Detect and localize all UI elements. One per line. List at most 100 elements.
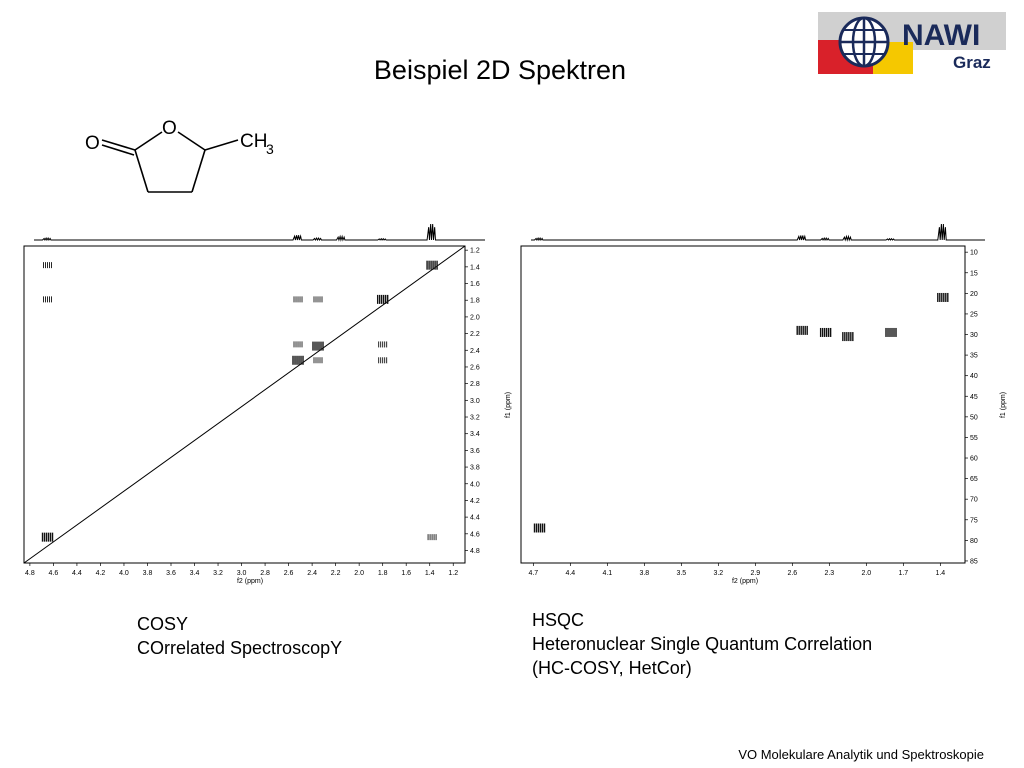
cosy-x-tick-label: 2.4 [307, 570, 317, 577]
hsqc-cross-peaks [533, 292, 949, 533]
cosy-x-tick-label: 4.0 [119, 570, 129, 577]
hsqc-y-tick-label: 55 [970, 435, 978, 442]
slide-footer: VO Molekulare Analytik und Spektroskopie [738, 747, 984, 762]
hsqc-x-tick-label: 2.0 [861, 570, 871, 577]
cosy-y-tick-label: 2.0 [470, 314, 480, 321]
cosy-caption-subtitle: COrrelated SpectroscopY [137, 638, 343, 658]
cosy-cross-peak [293, 296, 303, 303]
hsqc-x-tick-label: 1.4 [935, 570, 945, 577]
hsqc-y-tick-label: 80 [970, 538, 978, 545]
hsqc-y-tick-label: 85 [970, 558, 978, 565]
methyl-subscript: 3 [266, 141, 274, 157]
cosy-y-tick-label: 1.4 [470, 264, 480, 271]
cosy-x-tick-label: 1.4 [425, 570, 435, 577]
hsqc-cross-peak [842, 332, 854, 342]
cosy-cross-peaks [23, 245, 466, 564]
cosy-x-tick-label: 1.6 [401, 570, 411, 577]
cosy-cross-peak [378, 357, 388, 364]
cosy-x-tick-label: 4.6 [49, 570, 59, 577]
hsqc-cross-peak [819, 327, 832, 337]
hsqc-caption-subtitle: Heteronuclear Single Quantum Correlation [532, 634, 873, 654]
hsqc-y-tick-label: 70 [970, 497, 978, 504]
cosy-cross-peak [426, 260, 438, 270]
hsqc-cross-peak [937, 292, 949, 302]
cosy-cross-peak [313, 357, 323, 364]
hsqc-y-tick-label: 10 [970, 250, 978, 257]
hsqc-y-tick-label: 35 [970, 353, 978, 360]
cosy-x-tick-label: 1.2 [448, 570, 458, 577]
hsqc-y-tick-label: 40 [970, 373, 978, 380]
cosy-cross-peak [313, 296, 323, 303]
cosy-y-tick-label: 3.6 [470, 448, 480, 455]
slide-title: Beispiel 2D Spektren [373, 55, 627, 85]
hsqc-x-tick-label: 4.1 [602, 570, 612, 577]
cosy-f2-label: f2 (ppm) [237, 578, 263, 585]
hsqc-caption-aliases: (HC-COSY, HetCor) [532, 658, 692, 678]
methyl-label: CH [240, 131, 267, 152]
hsqc-f1-label-left: f1 (ppm) [505, 392, 512, 418]
hsqc-x-tick-label: 1.7 [898, 570, 908, 577]
hsqc-y-tick-label: 15 [970, 270, 978, 277]
cosy-cross-peak [427, 534, 437, 541]
cosy-y-tick-label: 3.0 [470, 398, 480, 405]
cosy-x-tick-label: 2.2 [331, 570, 341, 577]
cosy-y-tick-label: 4.0 [470, 481, 480, 488]
cosy-cross-peak [41, 532, 54, 542]
hsqc-1d-trace [531, 223, 985, 242]
cosy-y-tick-label: 4.6 [470, 531, 480, 538]
nawi-graz-logo: NAWI Graz [818, 12, 1006, 74]
cosy-y-tick-label: 2.8 [470, 381, 480, 388]
cosy-cross-peak [378, 341, 388, 348]
hsqc-cross-peak [796, 325, 808, 335]
cosy-x-tick-label: 2.0 [354, 570, 364, 577]
hsqc-y-tick-label: 20 [970, 291, 978, 298]
cosy-x-tick-label: 3.6 [166, 570, 176, 577]
cosy-x-tick-label: 3.0 [237, 570, 247, 577]
ring-oxygen-label: O [162, 118, 177, 139]
cosy-y-tick-label: 2.2 [470, 331, 480, 338]
hsqc-x-tick-label: 3.5 [676, 570, 686, 577]
cosy-x-tick-label: 3.4 [190, 570, 200, 577]
globe-icon [838, 16, 890, 68]
cosy-y-tick-label: 1.6 [470, 281, 480, 288]
cosy-y-tick-label: 2.6 [470, 364, 480, 371]
cosy-caption-title: COSY [137, 614, 189, 634]
hsqc-y-tick-label: 75 [970, 517, 978, 524]
cosy-x-tick-label: 3.8 [143, 570, 153, 577]
hsqc-caption: HSQC Heteronuclear Single Quantum Correl… [532, 608, 872, 680]
cosy-x-tick-label: 3.2 [213, 570, 223, 577]
hsqc-1d-spectrum [531, 223, 985, 242]
hsqc-x-tick-label: 3.8 [639, 570, 649, 577]
hsqc-caption-title: HSQC [532, 610, 585, 630]
cosy-cross-peak [292, 355, 304, 365]
logo-text-graz: Graz [953, 53, 991, 72]
hsqc-x-tick-label: 4.4 [565, 570, 575, 577]
hsqc-plot-frame [520, 245, 966, 564]
cosy-cross-peak [293, 341, 303, 348]
cosy-x-tick-label: 2.6 [284, 570, 294, 577]
cosy-cross-peak [376, 294, 389, 304]
cosy-x-tick-label: 4.2 [96, 570, 106, 577]
hsqc-x-tick-label: 2.3 [824, 570, 834, 577]
hsqc-y-tick-label: 30 [970, 332, 978, 339]
cosy-y-tick-label: 4.2 [470, 498, 480, 505]
cosy-x-tick-label: 1.8 [378, 570, 388, 577]
cosy-y-tick-label: 1.2 [470, 248, 480, 255]
hsqc-cross-peak [533, 523, 546, 533]
cosy-x-tick-label: 4.4 [72, 570, 82, 577]
cosy-cross-peak [43, 262, 52, 269]
hsqc-y-tick-label: 60 [970, 456, 978, 463]
hsqc-x-tick-label: 2.9 [750, 570, 760, 577]
hsqc-cross-peak [885, 327, 897, 337]
hsqc-x-tick-label: 3.2 [713, 570, 723, 577]
cosy-1d-spectrum [34, 223, 485, 242]
cosy-y-tick-label: 4.4 [470, 515, 480, 522]
cosy-y-tick-label: 3.8 [470, 465, 480, 472]
cosy-x-tick-label: 4.8 [25, 570, 35, 577]
logo-text-nawi: NAWI [902, 19, 980, 52]
cosy-diagonal-line [23, 245, 466, 564]
